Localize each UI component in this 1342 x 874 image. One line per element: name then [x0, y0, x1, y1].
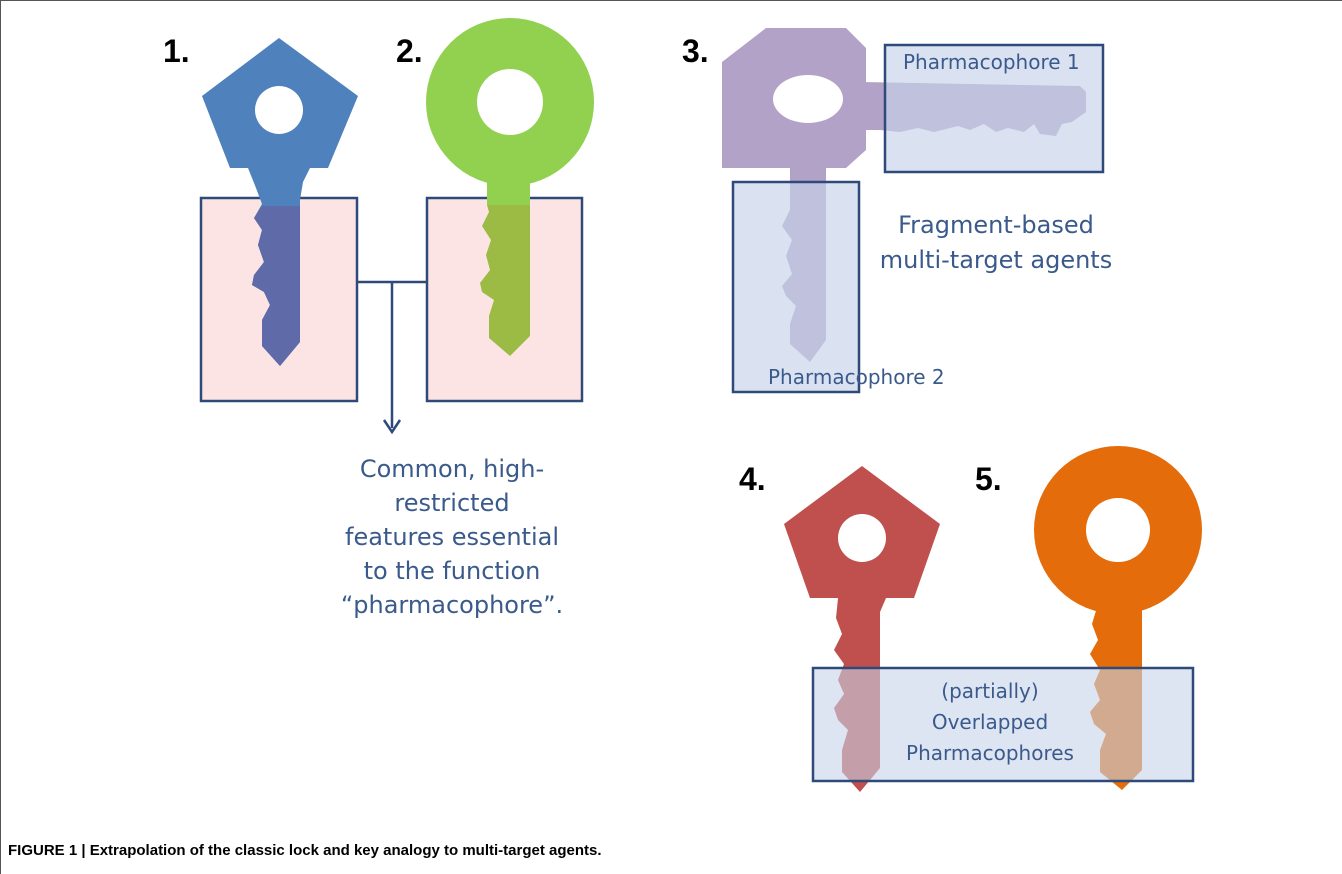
- key-3-hole: [773, 75, 843, 123]
- key-2-blade-in-lock: [480, 205, 530, 356]
- pharmacophore-2-label: Pharmacophore 2: [768, 365, 945, 389]
- key-2: 2.: [396, 18, 594, 403]
- key-1-number: 1.: [163, 33, 190, 69]
- key-1-hole: [255, 86, 303, 134]
- fragment-line-2: multi-target agents: [880, 246, 1112, 274]
- figure-caption: FIGURE 1 | Extrapolation of the classic …: [8, 842, 602, 859]
- connector-arrow: [357, 280, 427, 435]
- key-2-hole: [477, 69, 543, 135]
- arrow-head: [382, 419, 402, 435]
- common-line-4: to the function: [364, 557, 541, 585]
- common-line-5: “pharmacophore”.: [341, 591, 563, 619]
- overlap-box: [811, 666, 1195, 783]
- common-line-1: Common, high-: [360, 455, 544, 483]
- overlap-line-3: Pharmacophores: [906, 741, 1074, 765]
- key-1-blade-in-lock: [252, 206, 300, 366]
- key-4-hole: [838, 514, 886, 562]
- pharmacophore-1-box: [883, 43, 1105, 174]
- pharmacophore-1-label: Pharmacophore 1: [903, 50, 1080, 74]
- pharmacophore-2-box: [731, 180, 861, 394]
- key-2-neck: [487, 175, 530, 205]
- key-3-number: 3.: [682, 33, 709, 69]
- overlap-line-1: (partially): [941, 679, 1038, 703]
- common-line-2: restricted: [394, 489, 509, 517]
- key-2-number: 2.: [396, 33, 423, 69]
- key-3: Pharmacophore 1 Pharmacophore 2 3. Fragm…: [682, 28, 1112, 394]
- common-features-label: Common, high- restricted features essent…: [341, 455, 563, 619]
- key-5-hole: [1086, 498, 1150, 562]
- overlap-group: (partially) Overlapped Pharmacophores: [811, 666, 1195, 783]
- fragment-line-1: Fragment-based: [898, 211, 1094, 239]
- common-line-3: features essential: [345, 523, 559, 551]
- key-4-number: 4.: [739, 461, 766, 497]
- overlap-line-2: Overlapped: [932, 710, 1048, 734]
- key-5-number: 5.: [975, 461, 1002, 497]
- key-1: 1.: [163, 33, 359, 403]
